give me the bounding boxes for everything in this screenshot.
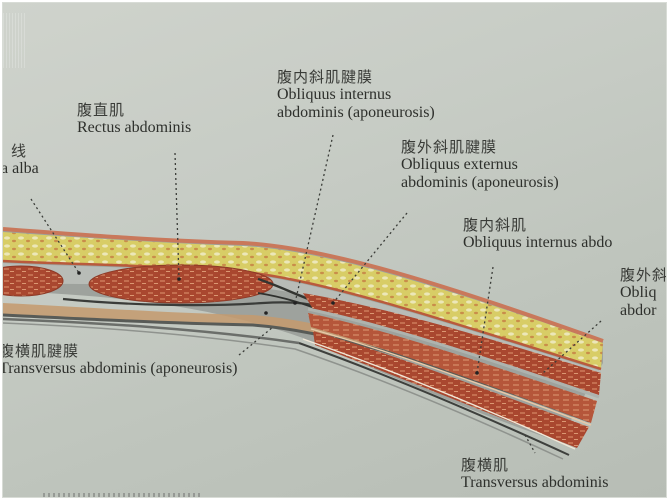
label-obliquus-externus-aponeurosis: 腹外斜肌腱膜 Obliquus externus abdominis (apon… [401,139,559,192]
leader-transversus [524,434,536,454]
leader-transversus-aponeurosis [238,326,274,356]
label-obliquus-internus: 腹内斜肌 Obliquus internus abdo [463,217,612,252]
label-rectus-abdominis-zh: 腹直肌 [77,101,126,119]
leader-dots [77,271,479,375]
label-obliquus-internus-aponeurosis-en2: abdominis (aponeurosis) [277,103,435,121]
label-obliquus-externus-en1: Obliq [620,283,657,301]
label-obliquus-internus-zh: 腹内斜肌 [463,216,528,234]
label-obliquus-internus-aponeurosis-en1: Obliquus internus [277,85,392,103]
label-rectus-abdominis-en: Rectus abdominis [77,118,192,136]
label-obliquus-externus-aponeurosis-en2: abdominis (aponeurosis) [401,173,559,191]
label-transversus-abdominis-en: Transversus abdominis [461,473,609,491]
rectus-abdominis-muscle [88,264,274,304]
label-rectus-abdominis: 腹直肌 Rectus abdominis [77,102,191,137]
label-transversus-abdominis: 腹横肌 Transversus abdominis [461,457,608,492]
label-linea-alba-en: a alba [2,159,39,177]
label-linea-alba-zh: 线 [11,142,28,160]
label-obliquus-externus-en2: abdor [620,301,657,319]
label-linea-alba: 线 a alba [2,142,39,178]
label-obliquus-externus: 腹外斜 Obliq abdor [620,266,667,320]
cut-off-text-smudge [43,493,203,497]
label-transversus-aponeurosis-en: Transversus abdominis (aponeurosis) [2,359,238,377]
transversus-abdominis-muscle [313,331,589,448]
obliquus-internus-muscle [308,313,597,423]
leader-lines [30,134,602,454]
label-transversus-aponeurosis: 腹横肌腱膜 Transversus abdominis (aponeurosis… [2,342,238,378]
leader-rectus [174,152,180,280]
label-obliquus-internus-aponeurosis: 腹内斜肌腱膜 Obliquus internus abdominis (apon… [277,69,435,122]
page-edge-speckle [3,13,25,68]
obliquus-externus-muscle [303,293,601,395]
label-obliquus-externus-aponeurosis-zh: 腹外斜肌腱膜 [401,138,498,156]
label-obliquus-internus-en: Obliquus internus abdo [463,233,613,251]
leader-obliquus-internus-aponeurosis [294,134,334,304]
label-obliquus-externus-zh: 腹外斜 [620,266,667,284]
abdominal-wall-cross-section [3,134,604,460]
skin-layer [3,227,604,343]
rectus-left-muscle [3,265,64,297]
label-transversus-abdominis-zh: 腹横肌 [461,456,510,474]
label-obliquus-internus-aponeurosis-zh: 腹内斜肌腱膜 [277,68,374,86]
label-obliquus-externus-aponeurosis-en1: Obliquus externus [401,155,518,173]
label-transversus-aponeurosis-zh: 腹横肌腱膜 [2,342,80,360]
